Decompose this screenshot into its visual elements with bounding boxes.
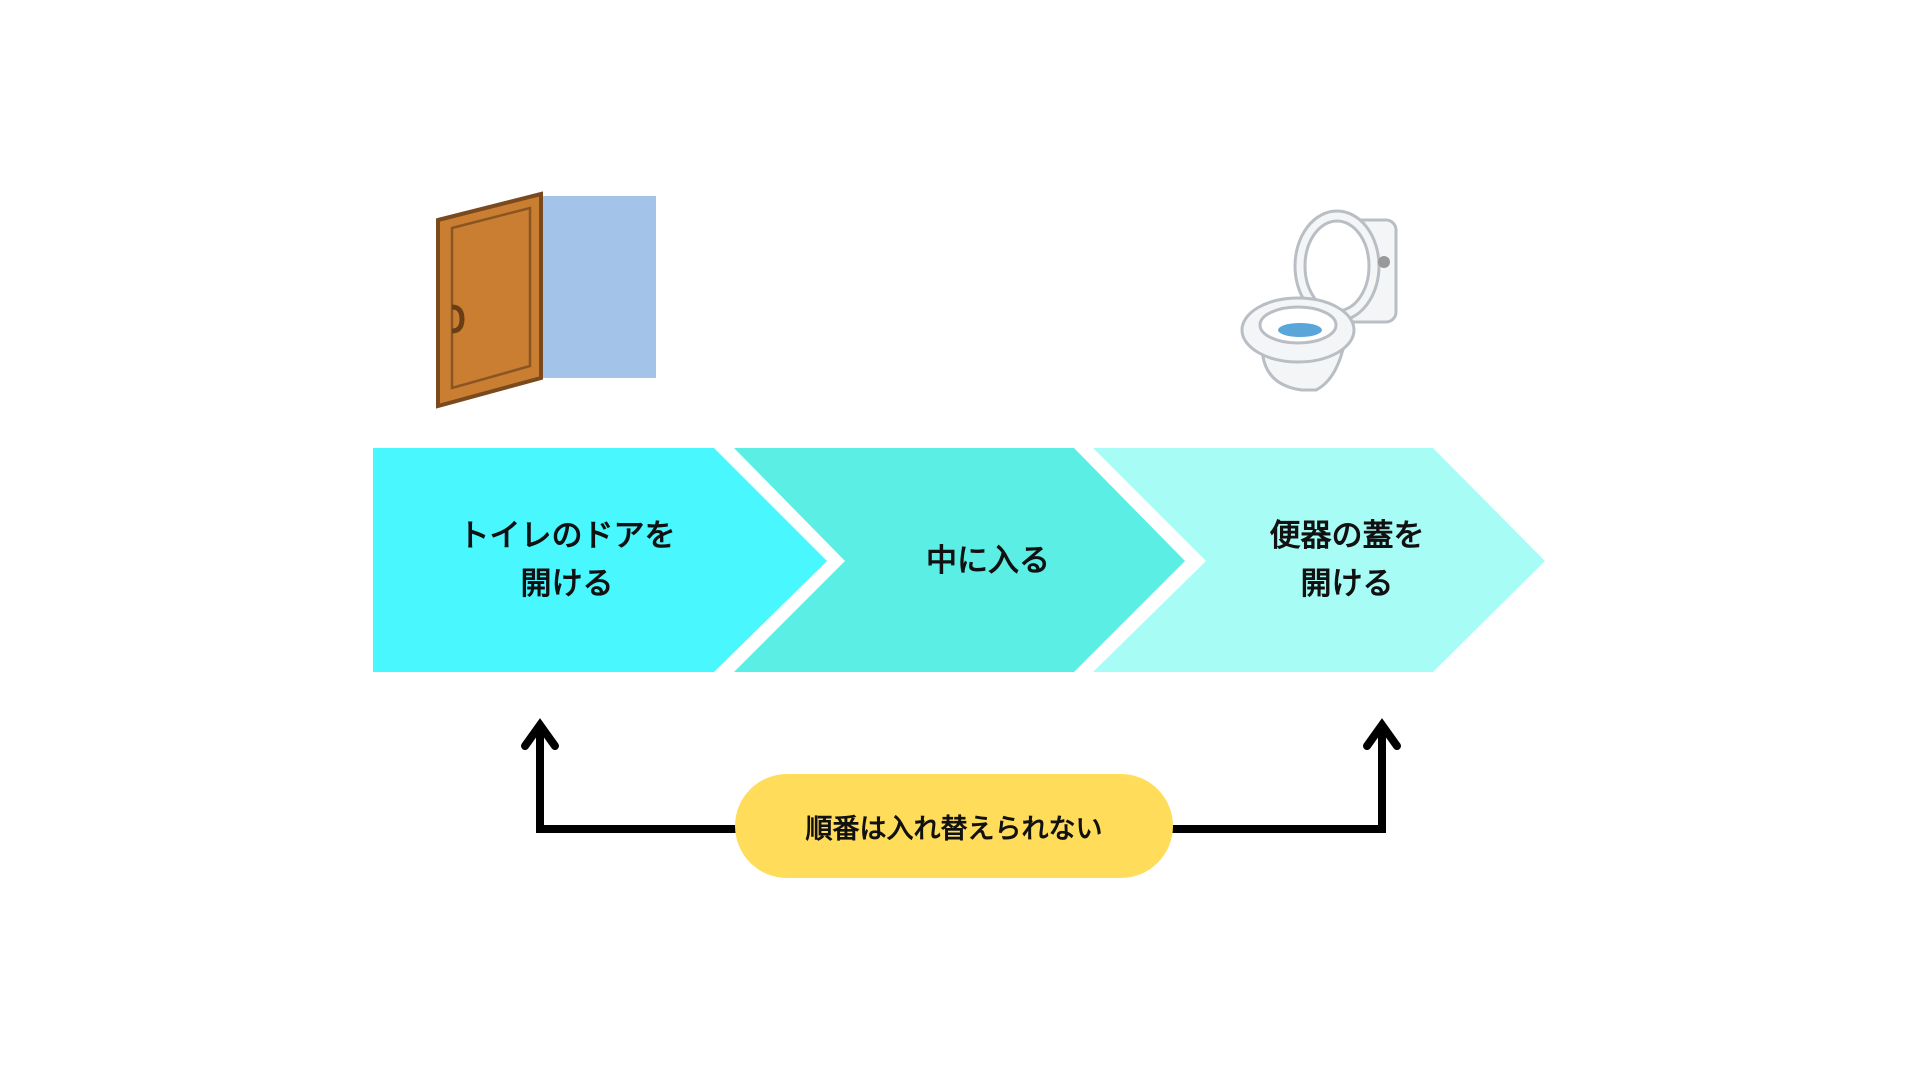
- right-arrow: [1166, 723, 1386, 833]
- door-icon: [436, 191, 656, 409]
- step-chevron-2: [734, 448, 1185, 672]
- toilet-icon: [1240, 209, 1398, 392]
- step-3-label: 便器の蓋を 開ける: [1270, 512, 1425, 608]
- right-arrow-head: [1363, 718, 1401, 750]
- step-1-label: トイレのドアを 開ける: [459, 512, 676, 608]
- order-arrows: [521, 718, 1401, 833]
- step-3-line-1: 便器の蓋を: [1269, 518, 1425, 554]
- step-chevron-1: [373, 448, 827, 672]
- left-arrow: [536, 723, 744, 833]
- step-2-label: 中に入る: [926, 537, 1050, 585]
- note-pill: [735, 774, 1173, 878]
- step-1-line-2: 開ける: [520, 566, 614, 602]
- left-arrow-head: [521, 718, 559, 750]
- step-1-line-1: トイレのドアを: [458, 518, 676, 554]
- note-text: 順番は入れ替えられない: [805, 813, 1103, 845]
- step-chevron-3: [1093, 448, 1545, 672]
- step-2-line-1: 中に入る: [926, 543, 1050, 579]
- step-3-line-2: 開ける: [1300, 566, 1394, 602]
